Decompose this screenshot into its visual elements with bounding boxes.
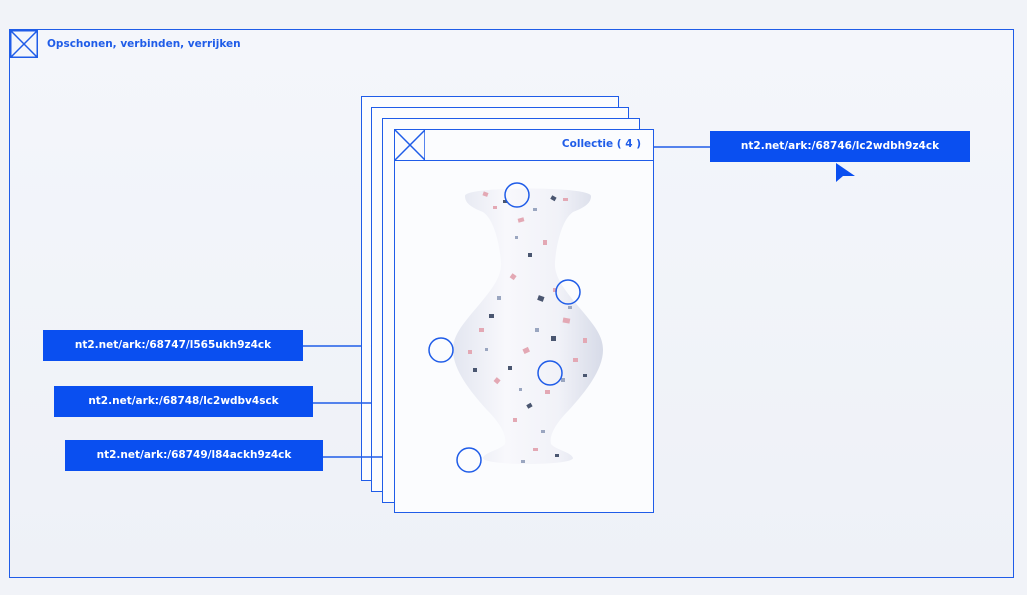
identifier-label-item-2[interactable]: nt2.net/ark:/68748/lc2wdbv4sck (54, 386, 313, 417)
identifier-label-item-3[interactable]: nt2.net/ark:/68749/l84ackh9z4ck (65, 440, 323, 471)
identifier-label-item-1[interactable]: nt2.net/ark:/68747/l565ukh9z4ck (43, 330, 303, 361)
card-header-divider (395, 160, 653, 161)
cross-box-icon (395, 130, 425, 160)
frame-title: Opschonen, verbinden, verrijken (47, 38, 241, 50)
identifier-label-main[interactable]: nt2.net/ark:/68746/lc2wdbh9z4ck (710, 131, 970, 162)
collection-title: Collectie ( 4 ) (561, 138, 641, 150)
cross-box-icon (10, 30, 38, 58)
vase-image (453, 188, 603, 464)
collection-card[interactable]: Collectie ( 4 ) (394, 129, 654, 513)
